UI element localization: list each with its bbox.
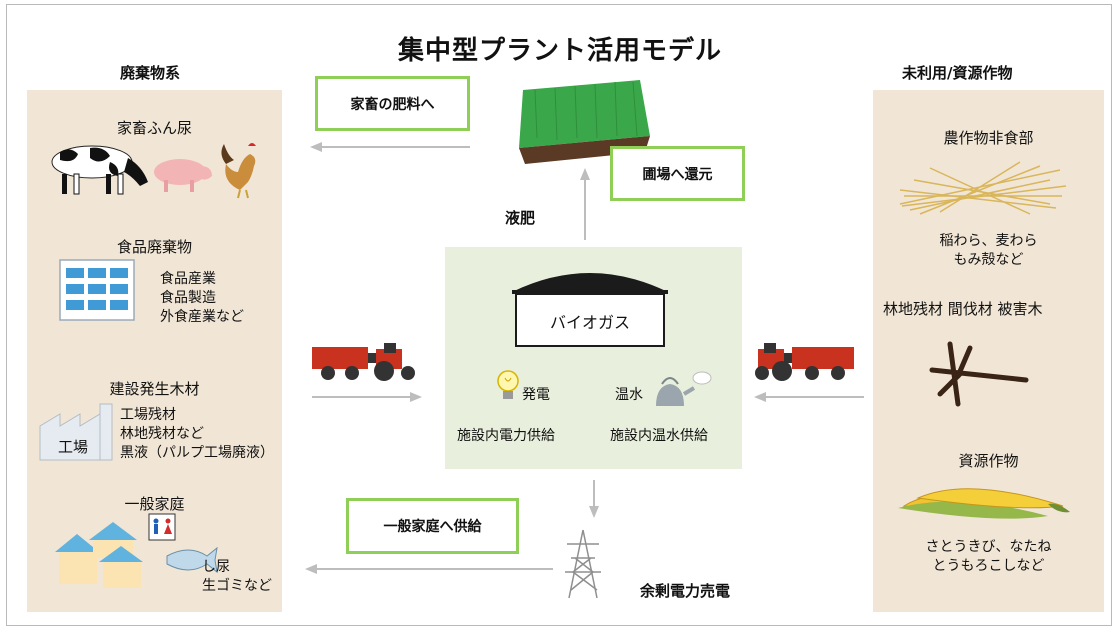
factory-label: 工場	[58, 438, 89, 456]
livestock-title: 家畜ふん尿	[116, 119, 192, 137]
biogas-tank-label: バイオガス	[549, 313, 630, 332]
source-line: 食品産業	[160, 271, 216, 287]
biogas-tank-illustration	[512, 273, 668, 347]
kettle-icon	[656, 371, 712, 406]
waste-heading: 廃棄物系	[120, 64, 181, 82]
transmission-tower-icon	[565, 529, 601, 599]
example-line: もみ殻など	[953, 252, 1024, 268]
example-line: 稲わら、麦わら	[939, 233, 1038, 249]
wood-branch-illustration	[929, 341, 1029, 407]
food-waste-sources: 食品産業 食品製造 外食産業など	[160, 270, 244, 327]
corn-illustration	[898, 488, 1070, 519]
fertilizer-callout: 家畜の肥料へ	[315, 76, 470, 131]
crop-residue-examples: 稲わら、麦わら もみ殻など	[873, 232, 1104, 270]
arrow-to-livestock	[310, 142, 470, 152]
arrow-to-household	[305, 564, 553, 574]
arrow-to-tower	[589, 480, 599, 518]
forest-residue-title: 林地残材 間伐材 被害木	[883, 300, 1043, 318]
source-line: 食品製造	[160, 290, 216, 306]
resource-heading: 未利用/資源作物	[902, 64, 1013, 82]
source-line: 工場残材	[120, 407, 176, 423]
resource-panel	[873, 90, 1104, 612]
energy-crop-title: 資源作物	[958, 452, 1019, 470]
household-sources: し尿 生ゴミなど	[202, 558, 272, 596]
power-generation-label: 発電	[522, 387, 550, 403]
example-line: とうもろこしなど	[932, 558, 1045, 574]
construction-wood-sources: 工場残材 林地残材など 黒液（パルプ工場廃液）	[120, 406, 274, 463]
livestock-illustration	[51, 143, 256, 199]
grass-field-illustration	[519, 80, 650, 164]
arrow-right-to-plant	[754, 392, 864, 402]
diagram-frame	[6, 4, 1112, 626]
factory-illustration	[39, 403, 113, 461]
surplus-power-label: 余剰電力売電	[640, 582, 731, 600]
source-line: 林地残材など	[120, 426, 204, 442]
facility-power-supply: 施設内電力供給	[457, 428, 555, 444]
facility-hotwater-supply: 施設内温水供給	[610, 428, 708, 444]
source-line: し尿	[202, 559, 230, 575]
liquid-fertilizer-label: 液肥	[505, 209, 536, 227]
food-building-illustration	[59, 259, 135, 321]
household-supply-callout: 一般家庭へ供給	[346, 498, 519, 554]
example-line: さとうきび、なたね	[925, 539, 1052, 555]
source-line: 生ゴミなど	[202, 578, 272, 594]
straw-illustration	[899, 161, 1067, 215]
energy-crop-examples: さとうきび、なたね とうもろこしなど	[873, 538, 1104, 576]
field-return-callout: 圃場へ還元	[610, 146, 745, 201]
diagram-title: 集中型プラント活用モデル	[397, 36, 722, 66]
household-illustration	[55, 513, 218, 588]
household-title: 一般家庭	[124, 495, 185, 513]
hot-water-label: 温水	[615, 387, 643, 403]
arrow-to-field	[580, 168, 590, 240]
source-line: 外食産業など	[160, 309, 244, 325]
arrow-left-to-plant	[312, 392, 422, 402]
crop-residue-title: 農作物非食部	[943, 129, 1034, 147]
tractor-right-icon	[755, 343, 854, 381]
construction-wood-title: 建設発生木材	[109, 380, 200, 398]
source-line: 黒液（パルプ工場廃液）	[120, 445, 274, 461]
lightbulb-icon	[497, 370, 519, 399]
food-waste-title: 食品廃棄物	[116, 238, 192, 256]
tractor-left-icon	[312, 343, 415, 381]
